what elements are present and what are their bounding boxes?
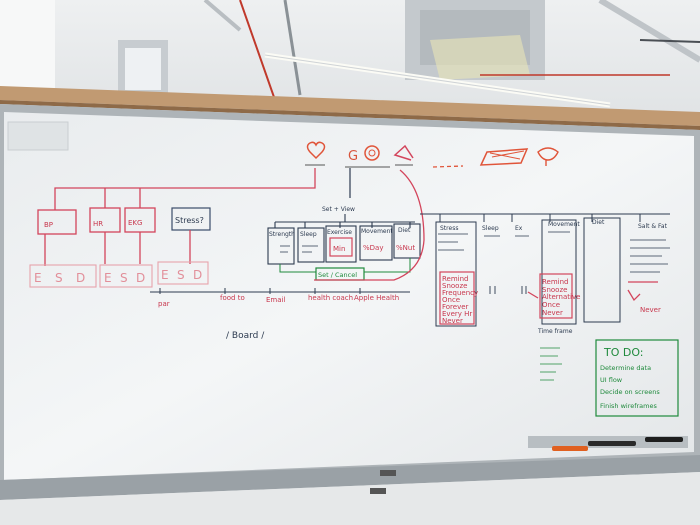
once-1: Once bbox=[442, 296, 460, 304]
salt-fat: Salt & Fat bbox=[638, 223, 668, 230]
todo-title: TO DO: bbox=[603, 346, 644, 359]
bottom-coach: health coach bbox=[308, 294, 353, 302]
left-tree: BP HR EKG Stress? E S D E S D E S D bbox=[29, 168, 316, 288]
whiteboard bbox=[0, 104, 700, 490]
never-right: Never bbox=[640, 306, 661, 314]
col-sleep: Sleep bbox=[482, 225, 499, 232]
bottom-email: Email bbox=[266, 296, 285, 304]
highlight-nut: %Nut bbox=[396, 244, 415, 252]
bottom-apple-health: Apple Health bbox=[354, 294, 399, 302]
everyhr-1: Every Hr bbox=[442, 310, 472, 318]
svg-text:E: E bbox=[104, 271, 112, 285]
highlight-day: %Day bbox=[363, 244, 383, 252]
svg-text:E: E bbox=[34, 271, 42, 285]
frequency-1: Frequency bbox=[442, 289, 478, 297]
acronym-bp: BP bbox=[44, 221, 53, 229]
set-view-label: Set + View bbox=[322, 206, 355, 213]
col-ex: Ex bbox=[515, 225, 523, 232]
top-symbols: G bbox=[305, 141, 559, 168]
forever-1: Forever bbox=[442, 303, 469, 311]
snooze-1: Snooze bbox=[442, 282, 467, 290]
once-2: Once bbox=[542, 301, 560, 309]
g-label: G bbox=[348, 149, 358, 164]
remind-2: Remind bbox=[542, 278, 569, 286]
todo-item-1: Determine data bbox=[600, 364, 651, 372]
bottom-labels: par food to Email health coach Apple Hea… bbox=[150, 288, 410, 341]
todo-item-2: UI flow bbox=[600, 376, 623, 384]
wood-rail bbox=[0, 86, 700, 130]
alternative-2: Alternative bbox=[542, 293, 580, 301]
svg-text:D: D bbox=[76, 271, 85, 285]
svg-text:E: E bbox=[161, 268, 169, 282]
cat-sleep: Sleep bbox=[300, 231, 317, 238]
col-stress: Stress bbox=[440, 225, 458, 232]
marker-tray bbox=[0, 436, 700, 525]
col-diet: Diet bbox=[592, 219, 605, 226]
set-cancel-button: Set / Cancel bbox=[318, 271, 357, 279]
cat-strength: Strength bbox=[269, 231, 295, 238]
center-tree: Set + View Strength Sleep Exercise Movem… bbox=[267, 168, 425, 281]
bottom-food: food to bbox=[220, 294, 245, 302]
time-frame: Time frame bbox=[537, 328, 573, 335]
esd-row: E S D E S D E S D bbox=[29, 261, 209, 288]
acronym-hr: HR bbox=[93, 220, 103, 228]
todo-item-3: Decide on screens bbox=[600, 388, 660, 396]
board-label: / Board / bbox=[226, 331, 265, 341]
highlight-min: Min bbox=[333, 245, 345, 253]
cat-movement: Movement bbox=[361, 228, 393, 235]
remind-1: Remind bbox=[442, 275, 469, 283]
cat-exercise: Exercise bbox=[327, 229, 352, 236]
svg-text:S: S bbox=[120, 271, 128, 285]
never-2: Never bbox=[542, 309, 563, 317]
never-1: Never bbox=[442, 317, 463, 325]
svg-text:S: S bbox=[55, 271, 63, 285]
svg-text:D: D bbox=[193, 268, 202, 282]
bottom-par: par bbox=[158, 300, 170, 308]
right-tree: Stress Sleep Ex Movement Diet Remind Sno… bbox=[420, 213, 670, 335]
cat-diet: Diet bbox=[398, 227, 411, 234]
snooze-2: Snooze bbox=[542, 286, 567, 294]
green-notes: TO DO: Determine data UI flow Decide on … bbox=[540, 339, 679, 417]
col-movement: Movement bbox=[548, 221, 580, 228]
todo-item-4: Finish wireframes bbox=[600, 402, 657, 410]
stress-box-label: Stress? bbox=[175, 216, 204, 225]
svg-text:D: D bbox=[136, 271, 145, 285]
svg-text:S: S bbox=[177, 268, 185, 282]
acronym-ekg: EKG bbox=[128, 219, 142, 227]
